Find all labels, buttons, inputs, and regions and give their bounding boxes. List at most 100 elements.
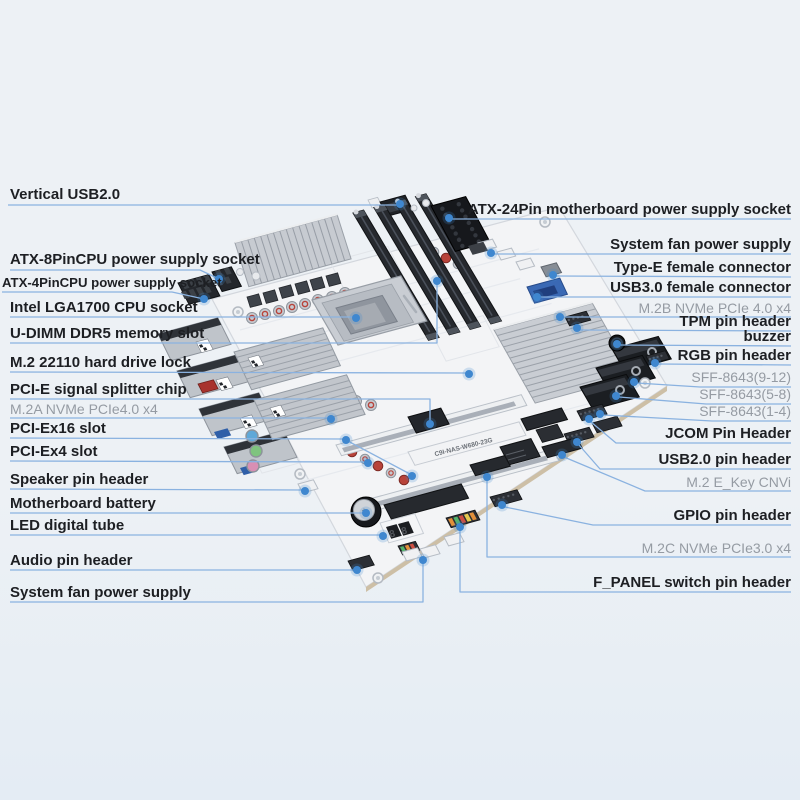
leader-dot-pcie-splitter <box>426 420 434 428</box>
label-sysfan-right: System fan power supply <box>610 236 791 253</box>
leader-dot-speaker-header <box>301 487 309 495</box>
leader-line-buzzer <box>619 344 792 347</box>
label-atx-24pin: ATX-24Pin motherboard power supply socke… <box>467 201 791 218</box>
label-sff-1-4: SFF-8643(1-4) <box>699 403 791 419</box>
label-sysfan-left: System fan power supply <box>10 584 191 601</box>
leader-line-jcom <box>590 421 791 444</box>
leader-dot-jcom <box>585 415 593 423</box>
label-type-e: Type-E female connector <box>613 259 791 276</box>
leader-lines <box>2 204 792 603</box>
mounting-holes <box>232 216 651 584</box>
label-sff-5-8: SFF-8643(5-8) <box>699 386 791 402</box>
label-usb20-header: USB2.0 pin header <box>658 451 791 468</box>
leader-line-gpio <box>504 506 791 526</box>
leader-line-pciex4 <box>9 460 366 463</box>
label-f-panel: F_PANEL switch pin header <box>593 574 791 591</box>
leader-line-type-e <box>555 275 792 278</box>
label-sff-9-12: SFF-8643(9-12) <box>691 369 791 385</box>
label-usb30-female: USB3.0 female connector <box>610 279 791 296</box>
label-m2b: M.2B NVMe PCIe 4.0 x4 <box>638 300 791 316</box>
svg-text:8: 8 <box>400 525 408 537</box>
leader-dot-pciex16 <box>342 436 350 444</box>
leader-line-atx-4pin <box>2 291 205 300</box>
label-buzzer: buzzer <box>743 328 791 345</box>
cpu-power-sockets <box>177 266 261 305</box>
leader-dot-sff-9-12 <box>630 378 638 386</box>
svg-text:8: 8 <box>388 528 396 540</box>
label-pciex16: PCI-Ex16 slot <box>10 420 106 437</box>
label-gpio: GPIO pin header <box>673 507 791 524</box>
label-atx-8pin: ATX-8PinCPU power supply socket <box>10 251 260 268</box>
leader-line-usb20-header <box>578 444 791 470</box>
leader-line-f-panel <box>459 530 791 593</box>
leader-dot-atx-4pin <box>200 295 208 303</box>
vrm-heatsink <box>234 213 352 288</box>
sff-connectors <box>579 335 673 411</box>
chipset-heatsink <box>493 301 635 404</box>
label-rgb: RGB pin header <box>677 347 791 364</box>
leader-line-m2-ekey <box>563 456 791 492</box>
leader-dot-usb30-female <box>533 293 541 301</box>
label-m2-ekey: M.2 E_Key CNVi <box>686 474 791 490</box>
leader-dot-atx-24pin <box>445 214 453 222</box>
leader-dot-m2-22110-lock <box>465 370 473 378</box>
label-atx-4pin: ATX-4PinCPU power supply socket <box>2 275 222 290</box>
leader-dot-sff-1-4 <box>596 410 604 418</box>
label-m2c: M.2C NVMe PCIe3.0 x4 <box>641 540 791 556</box>
leader-dot-buzzer <box>613 340 621 348</box>
leader-line-m2c <box>486 480 791 558</box>
leader-dot-usb20-header <box>573 438 581 446</box>
label-m2a: M.2A NVMe PCIe4.0 x4 <box>10 401 158 417</box>
leader-dot-udimm-ddr5 <box>433 277 441 285</box>
label-vertical-usb20: Vertical USB2.0 <box>10 186 121 203</box>
leader-dot-rgb <box>651 359 659 367</box>
leader-line-sysfan-left <box>10 563 424 603</box>
leader-dot-type-e <box>549 271 557 279</box>
leader-dot-sff-5-8 <box>612 392 620 400</box>
leader-line-tpm <box>579 329 792 332</box>
leader-dot-m2c <box>483 473 491 481</box>
label-tpm: TPM pin header <box>679 313 791 330</box>
bottom-white-connectors <box>297 479 465 572</box>
leader-line-sff-5-8 <box>618 396 791 405</box>
leader-dot-m2-ekey <box>558 451 566 459</box>
fan-headers-top <box>477 238 536 271</box>
label-jcom: JCOM Pin Header <box>665 425 791 442</box>
leader-dot-atx-8pin <box>215 275 223 283</box>
label-pcie-splitter: PCI-E signal splitter chip <box>10 381 187 398</box>
label-mb-battery: Motherboard battery <box>10 495 156 512</box>
cpu-socket <box>311 275 428 346</box>
leader-dot-m2a <box>327 415 335 423</box>
leader-dots <box>197 197 662 577</box>
leader-dot-pciex4 <box>364 459 372 467</box>
leader-dot-led-tube <box>379 532 387 540</box>
mosfet-row <box>246 272 342 308</box>
label-pciex4: PCI-Ex4 slot <box>10 443 98 460</box>
leader-dot-gpio <box>498 501 506 509</box>
leader-line-sff-9-12 <box>636 382 791 388</box>
atx24-connector <box>410 196 491 252</box>
leader-dot-sysfan-left <box>419 556 427 564</box>
leader-line-sff-1-4 <box>602 414 791 422</box>
label-lga1700: Intel LGA1700 CPU socket <box>10 299 198 316</box>
leader-dot-audio-header <box>353 566 361 574</box>
label-led-tube: LED digital tube <box>10 517 125 534</box>
leader-dot-sysfan-right <box>487 249 495 257</box>
label-m2-22110-lock: M.2 22110 hard drive lock <box>10 354 191 371</box>
leader-line-speaker-header <box>9 488 303 491</box>
label-audio-header: Audio pin header <box>10 552 133 569</box>
leader-dot-vertical-usb20 <box>396 200 404 208</box>
leader-dot-tpm <box>573 324 581 332</box>
leader-dot-pciex16 <box>408 472 416 480</box>
leader-dot-mb-battery <box>362 509 370 517</box>
leader-line-udimm-ddr5 <box>10 284 438 344</box>
leader-line-m2-22110-lock <box>9 371 467 374</box>
leader-dot-f-panel <box>456 523 464 531</box>
leader-dot-lga1700 <box>352 314 360 322</box>
label-speaker-header: Speaker pin header <box>10 471 149 488</box>
leader-dot-m2b <box>556 313 564 321</box>
leader-line-rgb <box>657 363 792 366</box>
label-udimm-ddr5: U-DIMM DDR5 memory slot <box>10 325 205 342</box>
